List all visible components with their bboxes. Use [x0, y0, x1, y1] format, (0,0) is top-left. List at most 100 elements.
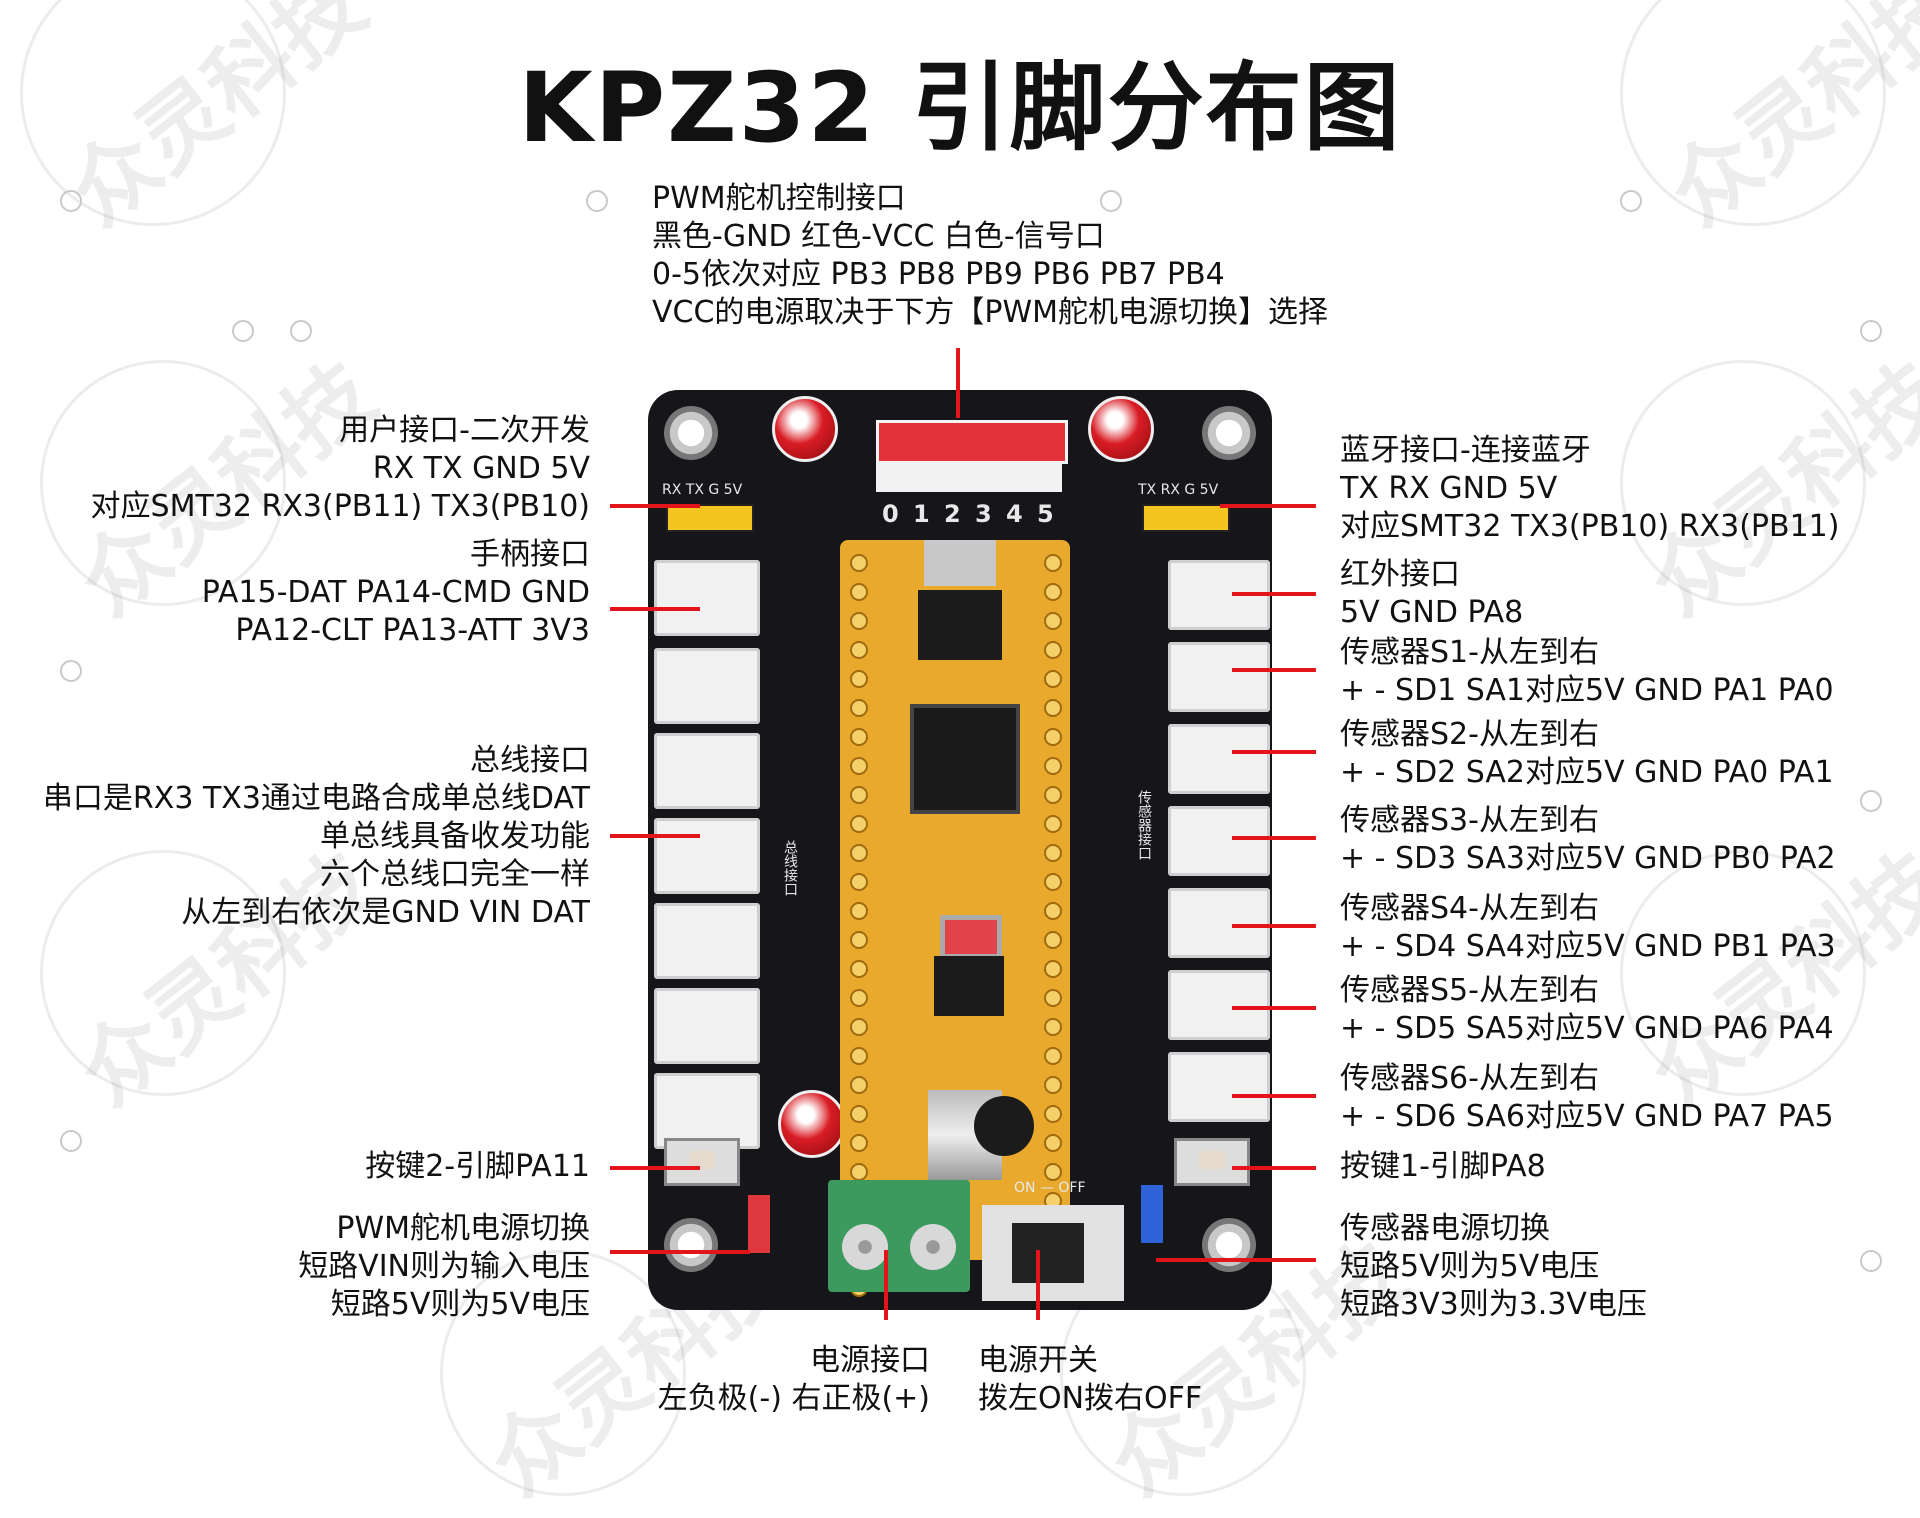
watermark-dot [1620, 190, 1642, 212]
gamepad-callout: 手柄接口 PA15-DAT PA14-CMD GND PA12-CLT PA13… [202, 536, 590, 650]
callout-line: 总线接口 [470, 743, 590, 778]
callout-line: PA12-CLT PA13-ATT 3V3 [235, 613, 590, 648]
user-interface-pointer [610, 504, 700, 508]
infrared-pointer [1232, 592, 1316, 596]
bus-connector [654, 818, 760, 894]
callout-line: 串口是RX3 TX3通过电路合成单总线DAT [42, 781, 590, 816]
bus-connector [654, 903, 760, 979]
callout-line: 传感器电源切换 [1340, 1211, 1550, 1246]
power-switch [982, 1205, 1124, 1301]
callout-line: 拨左ON拨右OFF [978, 1381, 1203, 1416]
callout-line: 传感器S1-从左到右 [1340, 635, 1599, 670]
flash-chip [918, 590, 1002, 660]
sensor-s6-callout: 传感器S6-从左到右 + - SD6 SA6对应5V GND PA7 PA5 [1340, 1060, 1834, 1136]
pwm-servo-pointer [956, 348, 960, 418]
sensor-connector [1168, 1052, 1270, 1122]
power-terminal [828, 1180, 970, 1292]
power-switch-pointer [1036, 1250, 1040, 1320]
callout-line: 电源开关 [978, 1343, 1098, 1378]
buzzer [974, 1096, 1034, 1156]
power-port-callout: 电源接口 左负极(-) 右正极(+) [658, 1342, 930, 1418]
sensor-connector [1168, 806, 1270, 876]
sensor-s2-callout: 传感器S2-从左到右 + - SD2 SA2对应5V GND PA0 PA1 [1340, 716, 1834, 792]
servo-header-pins [876, 420, 1068, 464]
callout-line: 短路3V3则为3.3V电压 [1340, 1287, 1647, 1322]
bus-connector [654, 988, 760, 1064]
watermark-dot [290, 320, 312, 342]
callout-line: 按键2-引脚PA11 [365, 1149, 590, 1184]
callout-line: PWM舵机电源切换 [336, 1211, 590, 1246]
bluetooth-pointer [1220, 504, 1316, 508]
capacitor [772, 396, 838, 462]
sensor-s2-pointer [1232, 750, 1316, 754]
pwm-servo-callout: PWM舵机控制接口 黑色-GND 红色-VCC 白色-信号口 0-5依次对应 P… [652, 180, 1328, 332]
callout-line: + - SD3 SA3对应5V GND PB0 PA2 [1340, 841, 1836, 876]
callout-line: PA15-DAT PA14-CMD GND [201, 575, 590, 610]
pwm-power-switch-callout: PWM舵机电源切换 短路VIN则为输入电压 短路5V则为5V电压 [298, 1210, 590, 1324]
infrared-callout: 红外接口 5V GND PA8 [1340, 556, 1523, 632]
sensor-s6-pointer [1232, 1094, 1316, 1098]
mounting-hole [1202, 406, 1256, 460]
callout-line: 短路VIN则为输入电压 [298, 1249, 590, 1284]
watermark-dot [232, 320, 254, 342]
callout-line: 短路5V则为5V电压 [1340, 1249, 1600, 1284]
bus-connector [654, 733, 760, 809]
sensor-power-switch-callout: 传感器电源切换 短路5V则为5V电压 短路3V3则为3.3V电压 [1340, 1210, 1647, 1324]
bus-silk: 总线接口 [782, 840, 798, 896]
callout-line: PWM舵机控制接口 [652, 181, 906, 216]
servo-header-base [876, 462, 1062, 492]
callout-line: 传感器S4-从左到右 [1340, 891, 1599, 926]
reset-button [940, 915, 1002, 959]
bluetooth-header-silk: TX RX G 5V [1138, 482, 1219, 498]
sensor-power-jumper [1141, 1185, 1163, 1243]
sensor-connector [1168, 970, 1270, 1040]
callout-line: 红外接口 [1340, 557, 1460, 592]
callout-line: 0-5依次对应 PB3 PB8 PB9 PB6 PB7 PB4 [652, 257, 1225, 292]
sensor-s4-callout: 传感器S4-从左到右 + - SD4 SA4对应5V GND PB1 PA3 [1340, 890, 1836, 966]
mounting-hole [664, 1218, 718, 1272]
callout-line: 蓝牙接口-连接蓝牙 [1340, 433, 1591, 468]
user-interface-callout: 用户接口-二次开发 RX TX GND 5V 对应SMT32 RX3(PB11)… [91, 412, 590, 526]
bluetooth-header [1142, 504, 1230, 532]
regulator-chip [924, 540, 996, 586]
callout-line: 单总线具备收发功能 [320, 819, 590, 854]
servo-pin-number: 2 [944, 500, 961, 528]
callout-line: 短路5V则为5V电压 [330, 1287, 590, 1322]
callout-line: 对应SMT32 TX3(PB10) RX3(PB11) [1340, 509, 1840, 544]
terminal-screw [842, 1224, 888, 1270]
callout-line: 手柄接口 [470, 537, 590, 572]
callout-line: + - SD4 SA4对应5V GND PB1 PA3 [1340, 929, 1836, 964]
watermark-dot [60, 1130, 82, 1152]
sensor-connector [1168, 888, 1270, 958]
sensor-s1-pointer [1232, 668, 1316, 672]
callout-line: + - SD5 SA5对应5V GND PA6 PA4 [1340, 1011, 1834, 1046]
capacitor [778, 1090, 846, 1158]
gamepad-pointer [610, 607, 700, 611]
callout-line: 按键1-引脚PA8 [1340, 1149, 1546, 1184]
sensor-silk: 传感器接口 [1136, 790, 1152, 860]
watermark-dot [1860, 320, 1882, 342]
callout-line: 用户接口-二次开发 [339, 413, 590, 448]
switch-silk: ON — OFF [1014, 1180, 1086, 1196]
key2-callout: 按键2-引脚PA11 [365, 1148, 590, 1186]
callout-line: 传感器S6-从左到右 [1340, 1061, 1599, 1096]
servo-pin-number: 0 [882, 500, 899, 528]
capacitor [1088, 396, 1154, 462]
sensor-s5-callout: 传感器S5-从左到右 + - SD5 SA5对应5V GND PA6 PA4 [1340, 972, 1834, 1048]
sensor-connector [1168, 724, 1270, 794]
pwm-power-jumper [748, 1195, 770, 1253]
kpz32-board: 0 1 2 3 4 5 RX TX G 5V TX RX G 5V 总线接口 传… [648, 390, 1272, 1310]
power-switch-callout: 电源开关 拨左ON拨右OFF [978, 1342, 1202, 1418]
watermark-dot [60, 660, 82, 682]
callout-line: 从左到右依次是GND VIN DAT [181, 895, 590, 930]
sensor-power-switch-pointer [1156, 1258, 1316, 1262]
callout-line: 传感器S5-从左到右 [1340, 973, 1599, 1008]
key2-pointer [610, 1166, 700, 1170]
watermark-dot [1860, 790, 1882, 812]
sensor-s3-callout: 传感器S3-从左到右 + - SD3 SA3对应5V GND PB0 PA2 [1340, 802, 1836, 878]
pwm-power-switch-pointer [610, 1250, 750, 1254]
usb-chip [934, 956, 1004, 1016]
servo-pin-number: 4 [1006, 500, 1023, 528]
callout-line: 5V GND PA8 [1340, 595, 1524, 630]
bus-connector [654, 1073, 760, 1149]
